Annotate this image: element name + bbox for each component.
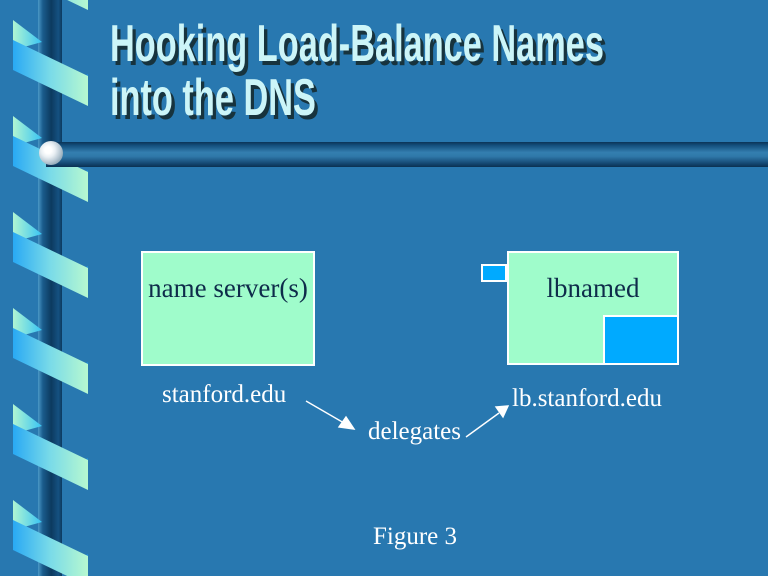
ribbon-segment [13, 116, 42, 146]
lbnamed-tab-rect [481, 264, 507, 282]
name-server-box-label: name server(s) [148, 273, 308, 303]
page-title-line1: Hooking Load-Balance Names [110, 15, 604, 73]
arrow-stanford-to-delegates [305, 400, 345, 424]
stanford-edu-label: stanford.edu [162, 381, 287, 408]
ribbon-segment [13, 328, 88, 394]
ribbon-segment [13, 520, 88, 576]
lb-stanford-edu-label: lb.stanford.edu [512, 385, 662, 412]
ribbon-segment [13, 136, 88, 202]
arrow-delegates-to-lb [465, 412, 500, 438]
pole-decoration [38, 0, 62, 576]
ribbon-segment [13, 212, 42, 242]
sphere-decoration [39, 141, 63, 165]
ribbon-segment [13, 20, 42, 50]
page-title-line2: into the DNS [110, 69, 316, 127]
ribbon-decoration [13, 0, 88, 576]
arrowhead-up-right [494, 405, 510, 419]
ribbon-segment [13, 404, 42, 434]
lbnamed-box-label: lbnamed [546, 273, 640, 303]
ribbon-segment [13, 40, 88, 106]
figure-caption: Figure 3 [373, 523, 458, 550]
ribbon-segment [13, 308, 42, 338]
ribbon-bands [13, 0, 88, 576]
delegates-label: delegates [368, 418, 462, 445]
ribbon-segment [13, 500, 42, 530]
horizontal-bar-decoration [46, 142, 768, 167]
lbnamed-inner-rect [603, 315, 679, 365]
name-server-box: name server(s) [141, 251, 315, 366]
ribbon-segment [13, 424, 88, 490]
ribbon-segment [13, 232, 88, 298]
ribbon-segment [67, 0, 88, 10]
arrowhead-down-right [337, 415, 356, 430]
